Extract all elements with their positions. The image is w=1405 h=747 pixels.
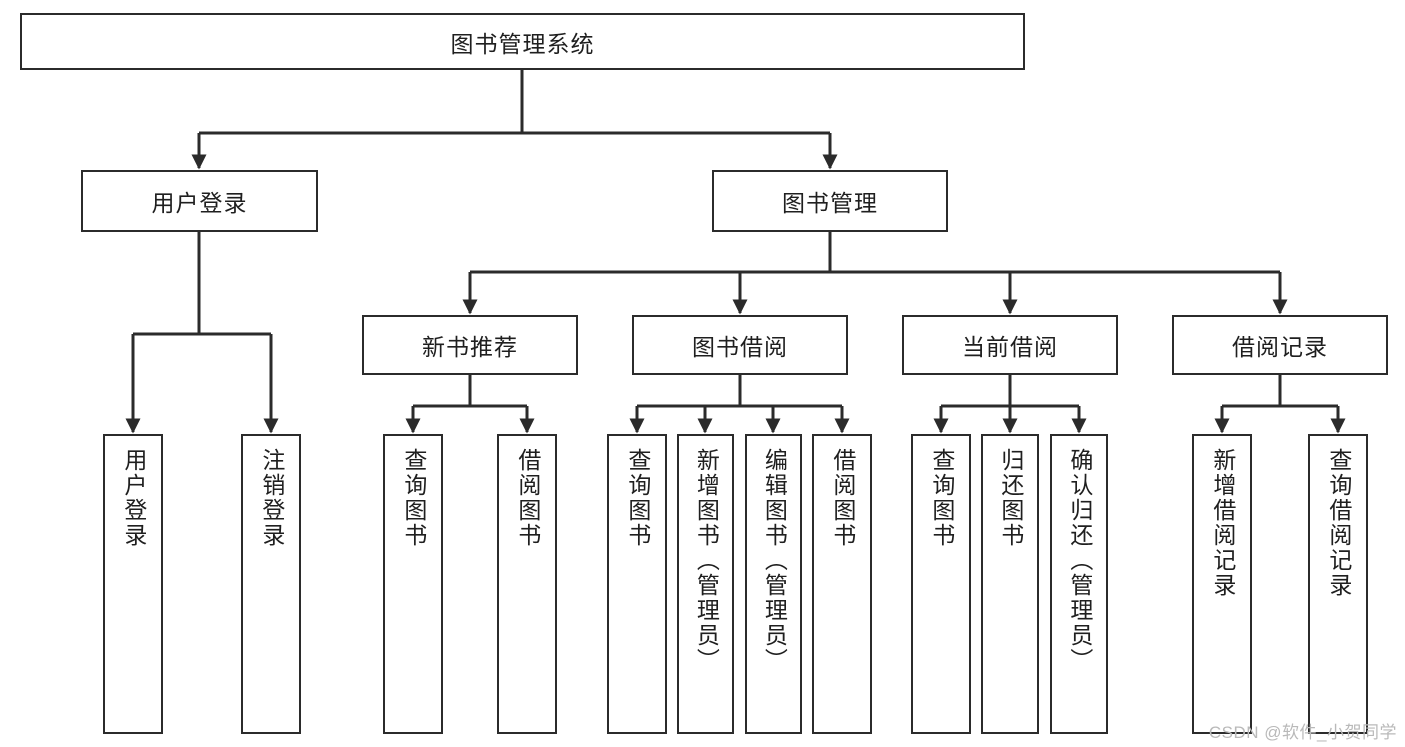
node-new-book-recommend[interactable]: 新书推荐: [362, 315, 578, 375]
node-book-borrow[interactable]: 图书借阅: [632, 315, 848, 375]
node-label: 查询图书: [928, 448, 955, 548]
node-label: 图书管理系统: [450, 30, 595, 57]
node-current-borrow[interactable]: 当前借阅: [902, 315, 1118, 375]
node-label: 图书管理: [782, 190, 878, 216]
node-label: 用户登录: [151, 190, 248, 216]
node-label: 查询图书: [624, 448, 651, 548]
node-label: 当前借阅: [962, 334, 1058, 360]
node-leaf-borrow-book-recommend[interactable]: 借阅图书: [497, 434, 557, 734]
node-label: 用户登录: [120, 448, 147, 548]
node-leaf-add-book-admin[interactable]: 新增图书（管理员）: [677, 434, 734, 734]
node-leaf-query-borrow-record[interactable]: 查询借阅记录: [1308, 434, 1368, 734]
watermark-text: CSDN @软件_小贺同学: [1208, 723, 1397, 742]
node-label: 确认归还（管理员）: [1066, 448, 1093, 673]
node-root-system[interactable]: 图书管理系统: [20, 13, 1025, 70]
node-label: 编辑图书（管理员）: [761, 448, 788, 673]
node-leaf-query-book-recommend[interactable]: 查询图书: [383, 434, 443, 734]
node-user-login[interactable]: 用户登录: [81, 170, 318, 232]
node-leaf-user-logout[interactable]: 注销登录: [241, 434, 301, 734]
node-leaf-borrow-book[interactable]: 借阅图书: [812, 434, 872, 734]
node-label: 借阅记录: [1232, 334, 1328, 360]
node-leaf-add-borrow-record[interactable]: 新增借阅记录: [1192, 434, 1252, 734]
node-label: 注销登录: [258, 448, 285, 548]
node-label: 新增图书（管理员）: [693, 448, 720, 673]
node-leaf-user-login[interactable]: 用户登录: [103, 434, 163, 734]
node-borrow-record[interactable]: 借阅记录: [1172, 315, 1388, 375]
node-leaf-query-book-borrow[interactable]: 查询图书: [607, 434, 667, 734]
node-label: 查询图书: [400, 448, 427, 548]
node-label: 新书推荐: [422, 334, 518, 360]
node-leaf-query-book-current[interactable]: 查询图书: [911, 434, 971, 734]
node-label: 新增借阅记录: [1209, 448, 1236, 598]
node-leaf-confirm-return-admin[interactable]: 确认归还（管理员）: [1050, 434, 1108, 734]
node-leaf-edit-book-admin[interactable]: 编辑图书（管理员）: [745, 434, 802, 734]
node-book-management[interactable]: 图书管理: [712, 170, 948, 232]
node-leaf-return-book[interactable]: 归还图书: [981, 434, 1039, 734]
node-label: 借阅图书: [829, 448, 856, 548]
node-label: 图书借阅: [692, 334, 788, 360]
node-label: 归还图书: [997, 448, 1024, 548]
node-label: 借阅图书: [514, 448, 541, 548]
node-label: 查询借阅记录: [1325, 448, 1352, 598]
